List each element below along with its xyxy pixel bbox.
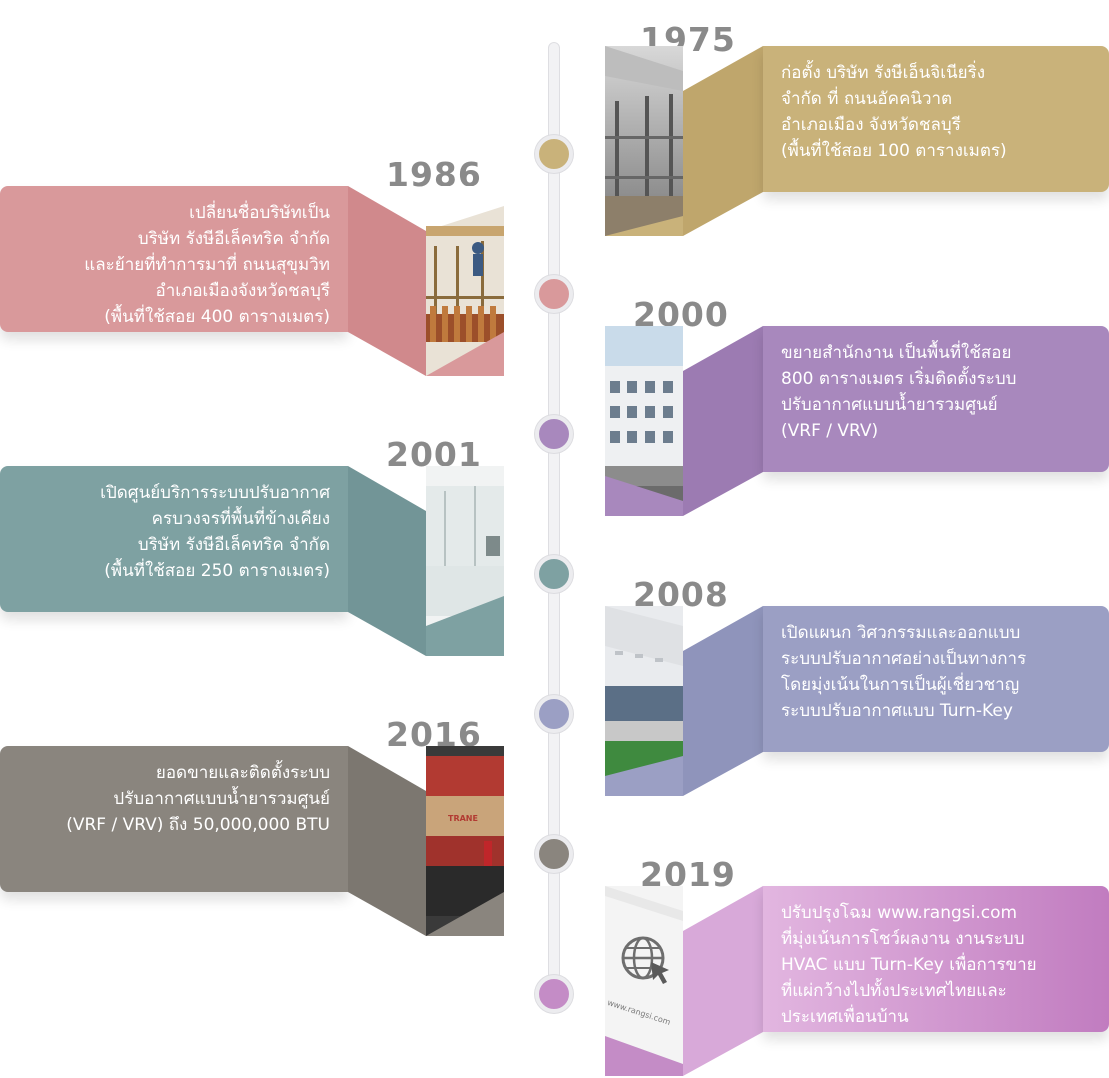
engineering-office-photo bbox=[605, 606, 683, 796]
milestone-text: เปิดศูนย์บริการระบบปรับอากาศ ครบวงจรที่พ… bbox=[100, 483, 330, 581]
timeline-dot-2019 bbox=[535, 975, 573, 1013]
trane-box-label: TRANE bbox=[448, 814, 478, 823]
milestone-card-2016: ยอดขายและติดตั้งระบบ ปรับอากาศแบบน้ำยารว… bbox=[0, 746, 348, 892]
office-building-photo bbox=[605, 326, 683, 516]
construction-site-photo bbox=[605, 46, 683, 236]
website-panel: www.rangsi.com bbox=[605, 886, 683, 1076]
card-fold bbox=[348, 746, 426, 936]
globe-cursor-icon bbox=[605, 886, 683, 1036]
milestone-text: เปลี่ยนชื่อบริษัทเป็น บริษัท รังษีอีเล็ค… bbox=[84, 203, 330, 327]
timeline-dot-2000 bbox=[535, 415, 573, 453]
card-fold bbox=[683, 326, 763, 516]
timeline-dot-2016 bbox=[535, 835, 573, 873]
card-fold bbox=[683, 46, 763, 236]
timeline-dot-1986 bbox=[535, 275, 573, 313]
milestone-card-2000: ขยายสำนักงาน เป็นพื้นที่ใช้สอย 800 ตาราง… bbox=[763, 326, 1109, 472]
milestone-text: ขยายสำนักงาน เป็นพื้นที่ใช้สอย 800 ตาราง… bbox=[781, 343, 1017, 441]
milestone-card-1986: เปลี่ยนชื่อบริษัทเป็น บริษัท รังษีอีเล็ค… bbox=[0, 186, 348, 332]
milestone-card-1975: ก่อตั้ง บริษัท รังษีเอ็นจิเนียริ่ง จำกัด… bbox=[763, 46, 1109, 192]
milestone-card-2019: ปรับปรุงโฉม www.rangsi.com ที่มุ่งเน้นกา… bbox=[763, 886, 1109, 1032]
milestone-text: ก่อตั้ง บริษัท รังษีเอ็นจิเนียริ่ง จำกัด… bbox=[781, 63, 1007, 161]
milestone-card-2001: เปิดศูนย์บริการระบบปรับอากาศ ครบวงจรที่พ… bbox=[0, 466, 348, 612]
timeline-dot-2008 bbox=[535, 695, 573, 733]
milestone-card-2008: เปิดแผนก วิศวกรรมและออกแบบ ระบบปรับอากาศ… bbox=[763, 606, 1109, 752]
milestone-text: ปรับปรุงโฉม www.rangsi.com ที่มุ่งเน้นกา… bbox=[781, 903, 1037, 1027]
timeline-dot-2001 bbox=[535, 555, 573, 593]
card-fold bbox=[683, 886, 763, 1076]
card-fold bbox=[683, 606, 763, 796]
card-fold bbox=[348, 466, 426, 656]
milestone-text: ยอดขายและติดตั้งระบบ ปรับอากาศแบบน้ำยารว… bbox=[66, 763, 330, 835]
card-fold bbox=[348, 186, 426, 376]
installation-photo bbox=[426, 186, 504, 376]
service-center-photo bbox=[426, 466, 504, 656]
warehouse-boxes-photo: TRANE bbox=[426, 746, 504, 936]
milestone-text: เปิดแผนก วิศวกรรมและออกแบบ ระบบปรับอากาศ… bbox=[781, 623, 1027, 721]
timeline-dot-1975 bbox=[535, 135, 573, 173]
